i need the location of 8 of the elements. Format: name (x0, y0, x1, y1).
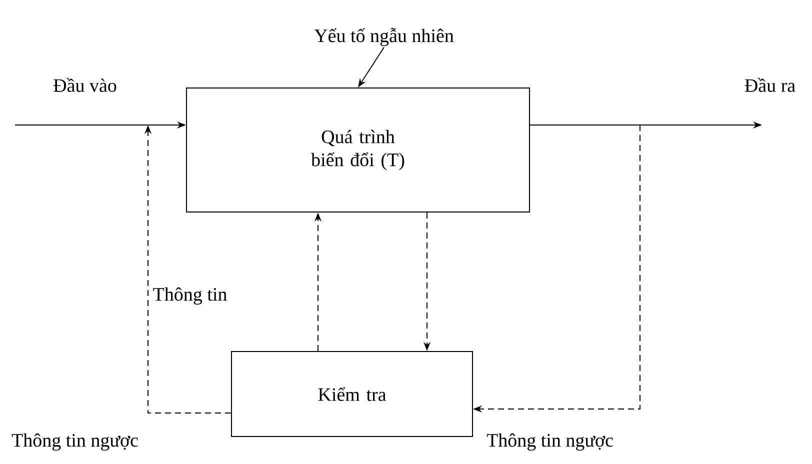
text-label: Đầu ra (744, 78, 796, 92)
text-label: Thông tin ngược (486, 433, 613, 451)
input-label: Yếu tố ngẫu nhiên (314, 28, 454, 46)
text-label: Thông tin (153, 287, 227, 305)
process-box: Quá trình biến đổi (T) (186, 88, 530, 212)
text-label: Thông tin ngược (12, 433, 138, 451)
text-label: Đầu vào (54, 78, 116, 92)
control-box: Kiểm tra (231, 351, 473, 437)
